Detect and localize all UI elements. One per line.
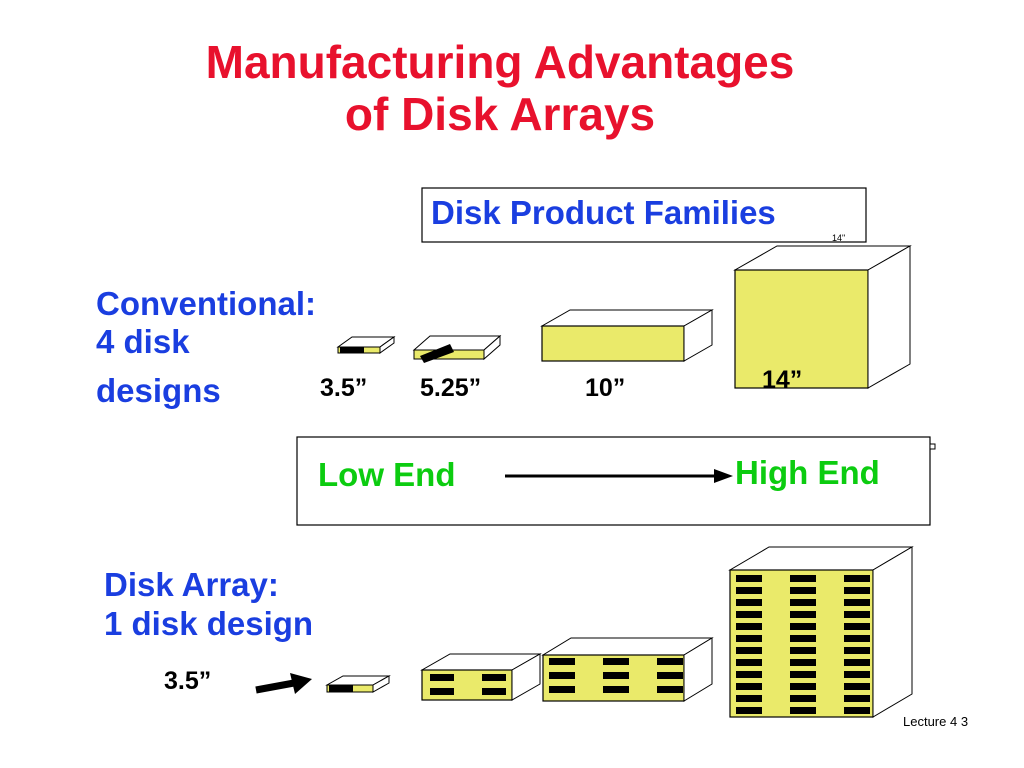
disk-slot xyxy=(657,672,683,679)
disk-10-conventional xyxy=(540,309,714,362)
disk-slot xyxy=(790,695,816,702)
disk-slot xyxy=(844,599,870,606)
size-label-3-5: 3.5” xyxy=(320,374,368,402)
disk-slot xyxy=(736,599,762,606)
conventional-label-line3: designs xyxy=(96,372,221,409)
disk-slot xyxy=(736,575,762,582)
array-disk-3-5 xyxy=(325,675,391,693)
disk-slot xyxy=(790,647,816,654)
disk-slot xyxy=(790,707,816,714)
disk-slot xyxy=(790,611,816,618)
disk-slot xyxy=(790,683,816,690)
array-small xyxy=(420,653,542,701)
size-label-14: 14” xyxy=(762,366,803,394)
disk-slot xyxy=(736,623,762,630)
product-families-tiny-label: 14" xyxy=(832,233,846,243)
disk-slot xyxy=(603,672,629,679)
disk-slot xyxy=(482,688,506,695)
disk-3-5-conventional xyxy=(336,336,396,354)
high-end-label: High End xyxy=(735,454,880,491)
slide-title-line1: Manufacturing Advantages xyxy=(205,36,795,88)
disk-slot xyxy=(844,671,870,678)
disk-slot xyxy=(844,647,870,654)
disk-slot xyxy=(790,659,816,666)
disk-slot xyxy=(790,635,816,642)
disk-array-label-line2: 1 disk design xyxy=(104,605,314,642)
disk-array-label-line1: Disk Array: xyxy=(104,566,279,603)
range-box-handle xyxy=(929,443,936,450)
disk-slot xyxy=(549,658,575,665)
disk-slot xyxy=(736,635,762,642)
low-end-label: Low End xyxy=(318,456,456,493)
disk-slot xyxy=(844,611,870,618)
disk-slot xyxy=(657,686,683,693)
disk-slot xyxy=(844,659,870,666)
disk-slot xyxy=(736,695,762,702)
size-label-10: 10” xyxy=(585,374,626,402)
disk-slot xyxy=(657,658,683,665)
disk-slot xyxy=(790,575,816,582)
disk-slot xyxy=(844,623,870,630)
disk-slot xyxy=(736,671,762,678)
size-label-5-25: 5.25” xyxy=(420,374,482,402)
disk-slot xyxy=(790,623,816,630)
array-medium xyxy=(541,637,714,702)
disk-slot xyxy=(430,674,454,681)
disk-slot xyxy=(736,611,762,618)
disk-slot xyxy=(844,707,870,714)
slide-title-line2: of Disk Arrays xyxy=(344,88,656,140)
disk-slot xyxy=(736,683,762,690)
disk-array-arrow xyxy=(255,673,312,694)
product-families-box xyxy=(421,187,867,243)
disk-slot xyxy=(736,647,762,654)
disk-array-size-label: 3.5” xyxy=(164,667,212,695)
disk-slot xyxy=(844,587,870,594)
conventional-label-line1: Conventional: xyxy=(96,285,316,322)
disk-slot xyxy=(482,674,506,681)
disk-slot xyxy=(844,695,870,702)
disk-slot xyxy=(736,659,762,666)
disk-slot xyxy=(844,635,870,642)
disk-slot xyxy=(603,658,629,665)
disk-slot xyxy=(549,686,575,693)
lecture-footer: Lecture 4 3 xyxy=(903,714,969,729)
disk-slot xyxy=(844,575,870,582)
disk-slot xyxy=(790,599,816,606)
range-box xyxy=(296,436,931,526)
conventional-label-line2: 4 disk xyxy=(96,323,190,360)
disk-14-conventional xyxy=(733,245,912,389)
disk-slot xyxy=(736,587,762,594)
disk-slot xyxy=(790,671,816,678)
disk-slot xyxy=(603,686,629,693)
disk-slot xyxy=(790,587,816,594)
disk-5-25-conventional xyxy=(412,334,502,363)
disk-slot xyxy=(844,683,870,690)
range-arrow xyxy=(505,469,733,483)
disk-slot xyxy=(549,672,575,679)
disk-slot xyxy=(430,688,454,695)
product-families-label: Disk Product Families xyxy=(431,194,776,231)
array-large xyxy=(728,546,914,718)
disk-slot xyxy=(736,707,762,714)
